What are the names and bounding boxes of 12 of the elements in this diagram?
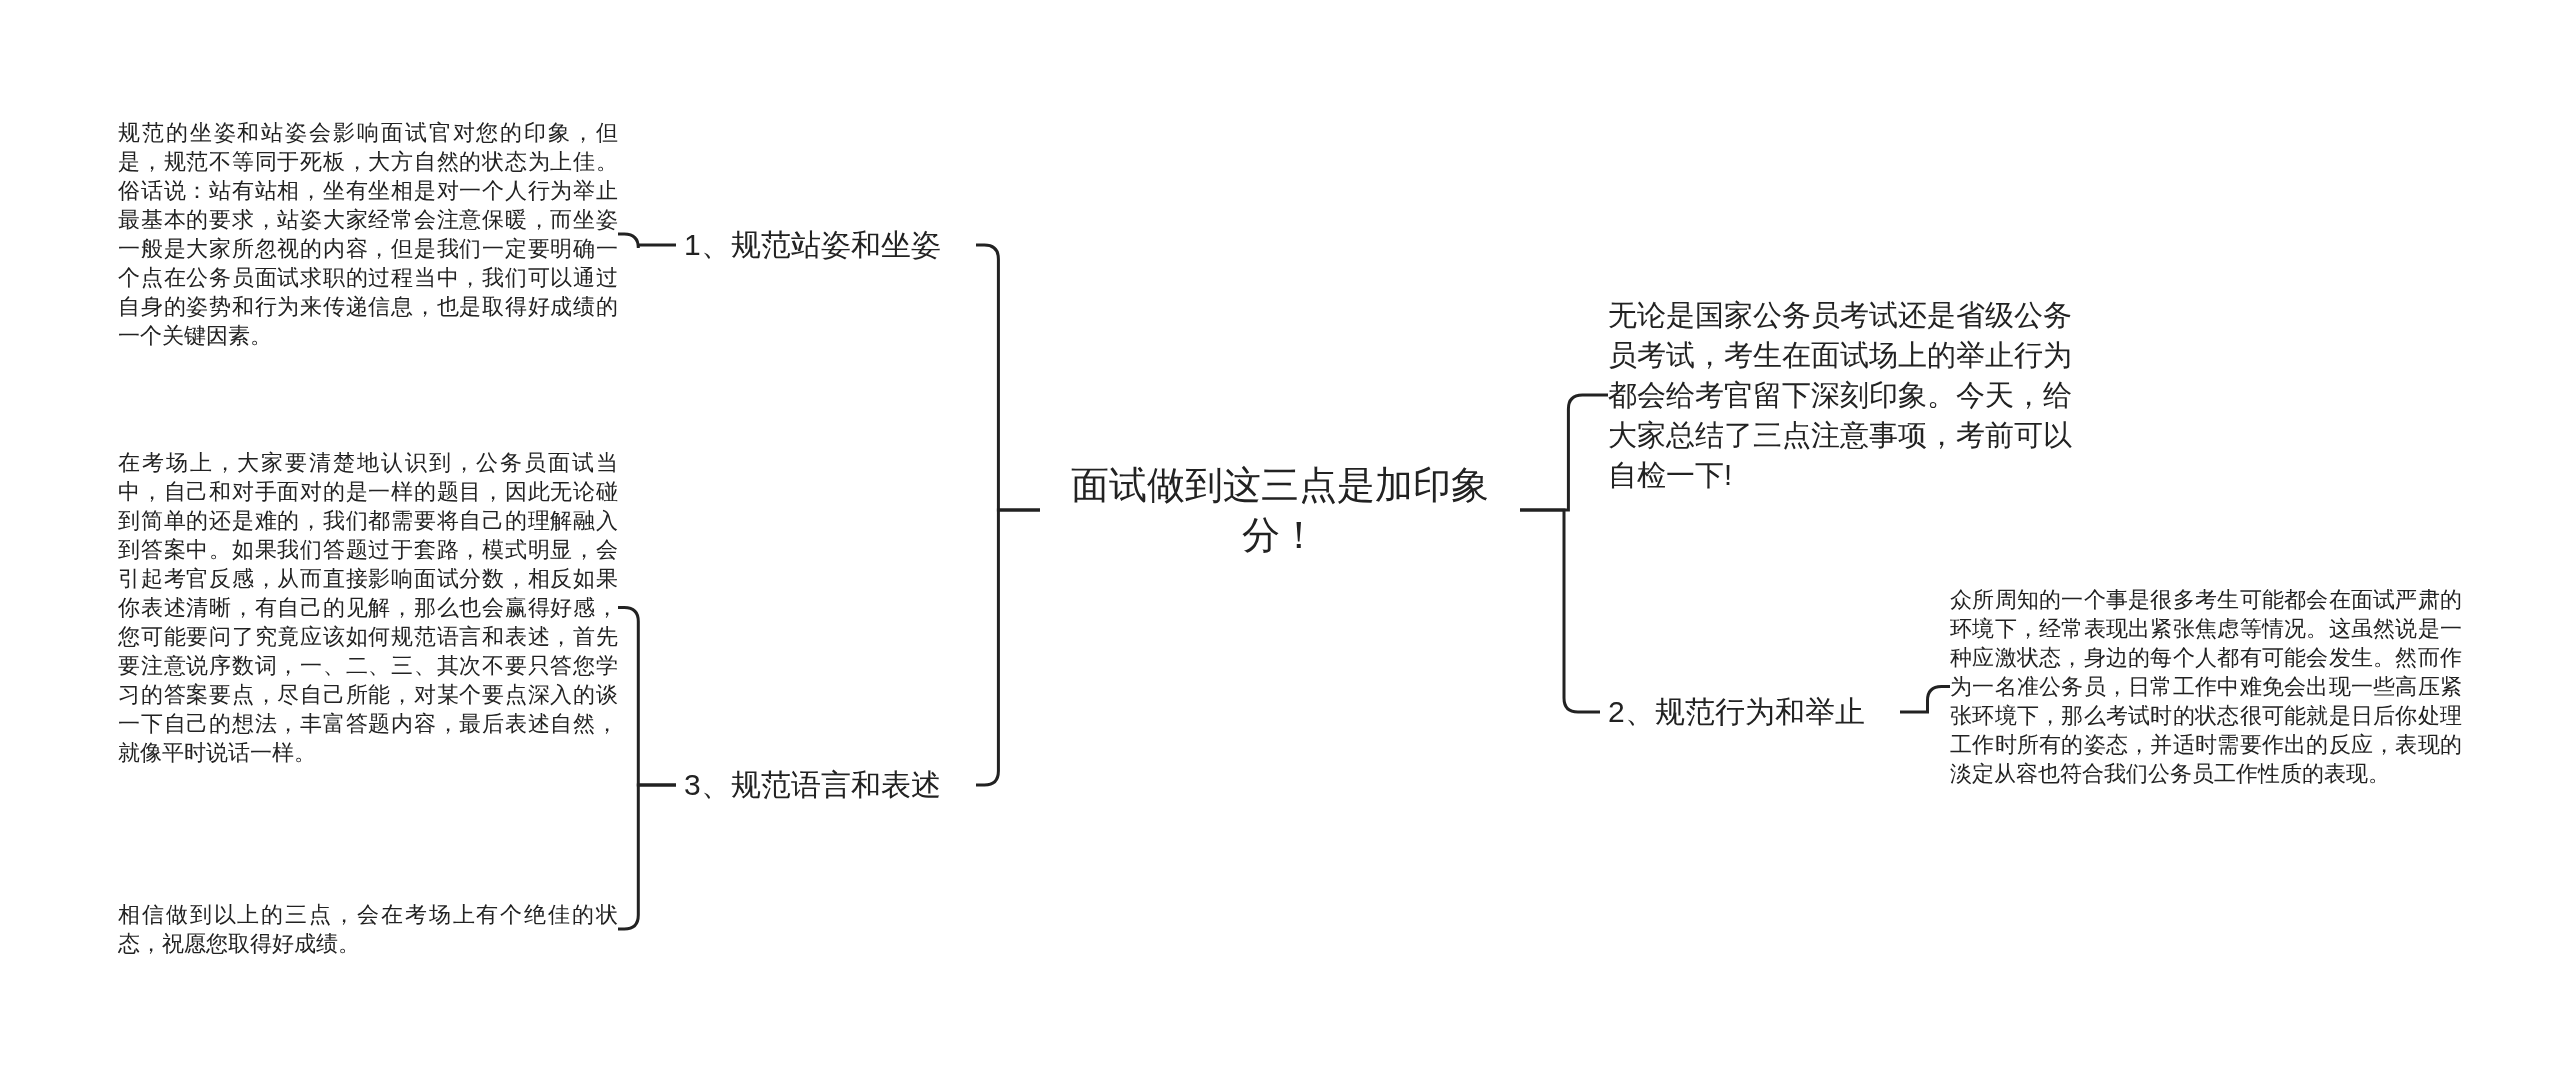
branch-topic: 1、规范站姿和坐姿: [676, 225, 976, 265]
note-text: 在考场上，大家要清楚地认识到，公务员面试当中，自己和对手面对的是一样的题目，因此无论碰到简单的还是难的，我们都需要将自己的理解融入到答案中。如果我们答题过于套路，模式明显，会引起考官反感，从而直接影响面试分数，相反如果你表述清晰，有自己的见解，那么也会赢得好感，您可能要问了究竟应该如何规范语言和表述，首先要注意说序数词，一、二、三、其次不要只答您学习的答案要点，尽自己所能，对某个要点深入的谈一下自己的想法，丰富答题内容，最后表述自然，就像平时说话一样。: [118, 448, 618, 767]
intro-text: 无论是国家公务员考试还是省级公务员考试，考生在面试场上的举止行为都会给考官留下深刻印象。今天，给大家总结了三点注意事项，考前可以自检一下!: [1608, 295, 2088, 495]
connector-line: [1900, 685, 1950, 714]
note-text: 众所周知的一个事是很多考生可能都会在面试严肃的环境下，经常表现出紧张焦虑等情况。这虽然说是一种应激状态，身边的每个人都有可能会发生。然而作为一名准公务员，日常工作中难免会出现一些高压紧张环境下，那么考试时的状态很可能就是日后你处理工作时所有的姿态，并适时需要作出的反应，表现的淡定从容也符合我们公务员工作性质的表现。: [1950, 585, 2462, 788]
branch-topic: 3、规范语言和表述: [676, 765, 976, 805]
note-text: 规范的坐姿和站姿会影响面试官对您的印象，但是，规范不等同于死板，大方自然的状态为上佳。俗话说：站有站相，坐有坐相是对一个人行为举止最基本的要求，站姿大家经常会注意保暖，而坐姿一般是大家所忽视的内容，但是我们一定要明确一个点在公务员面试求职的过程当中，我们可以通过自身的姿势和行为来传递信息，也是取得好成绩的一个关键因素。: [118, 118, 618, 350]
note-text: 相信做到以上的三点，会在考场上有个绝佳的状态，祝愿您取得好成绩。: [118, 900, 618, 958]
central-topic: 面试做到这三点是加印象分！: [1040, 460, 1520, 560]
branch-topic: 2、规范行为和举止: [1600, 692, 1900, 732]
connector-line: [1520, 508, 1600, 714]
connector-line: [618, 232, 676, 250]
